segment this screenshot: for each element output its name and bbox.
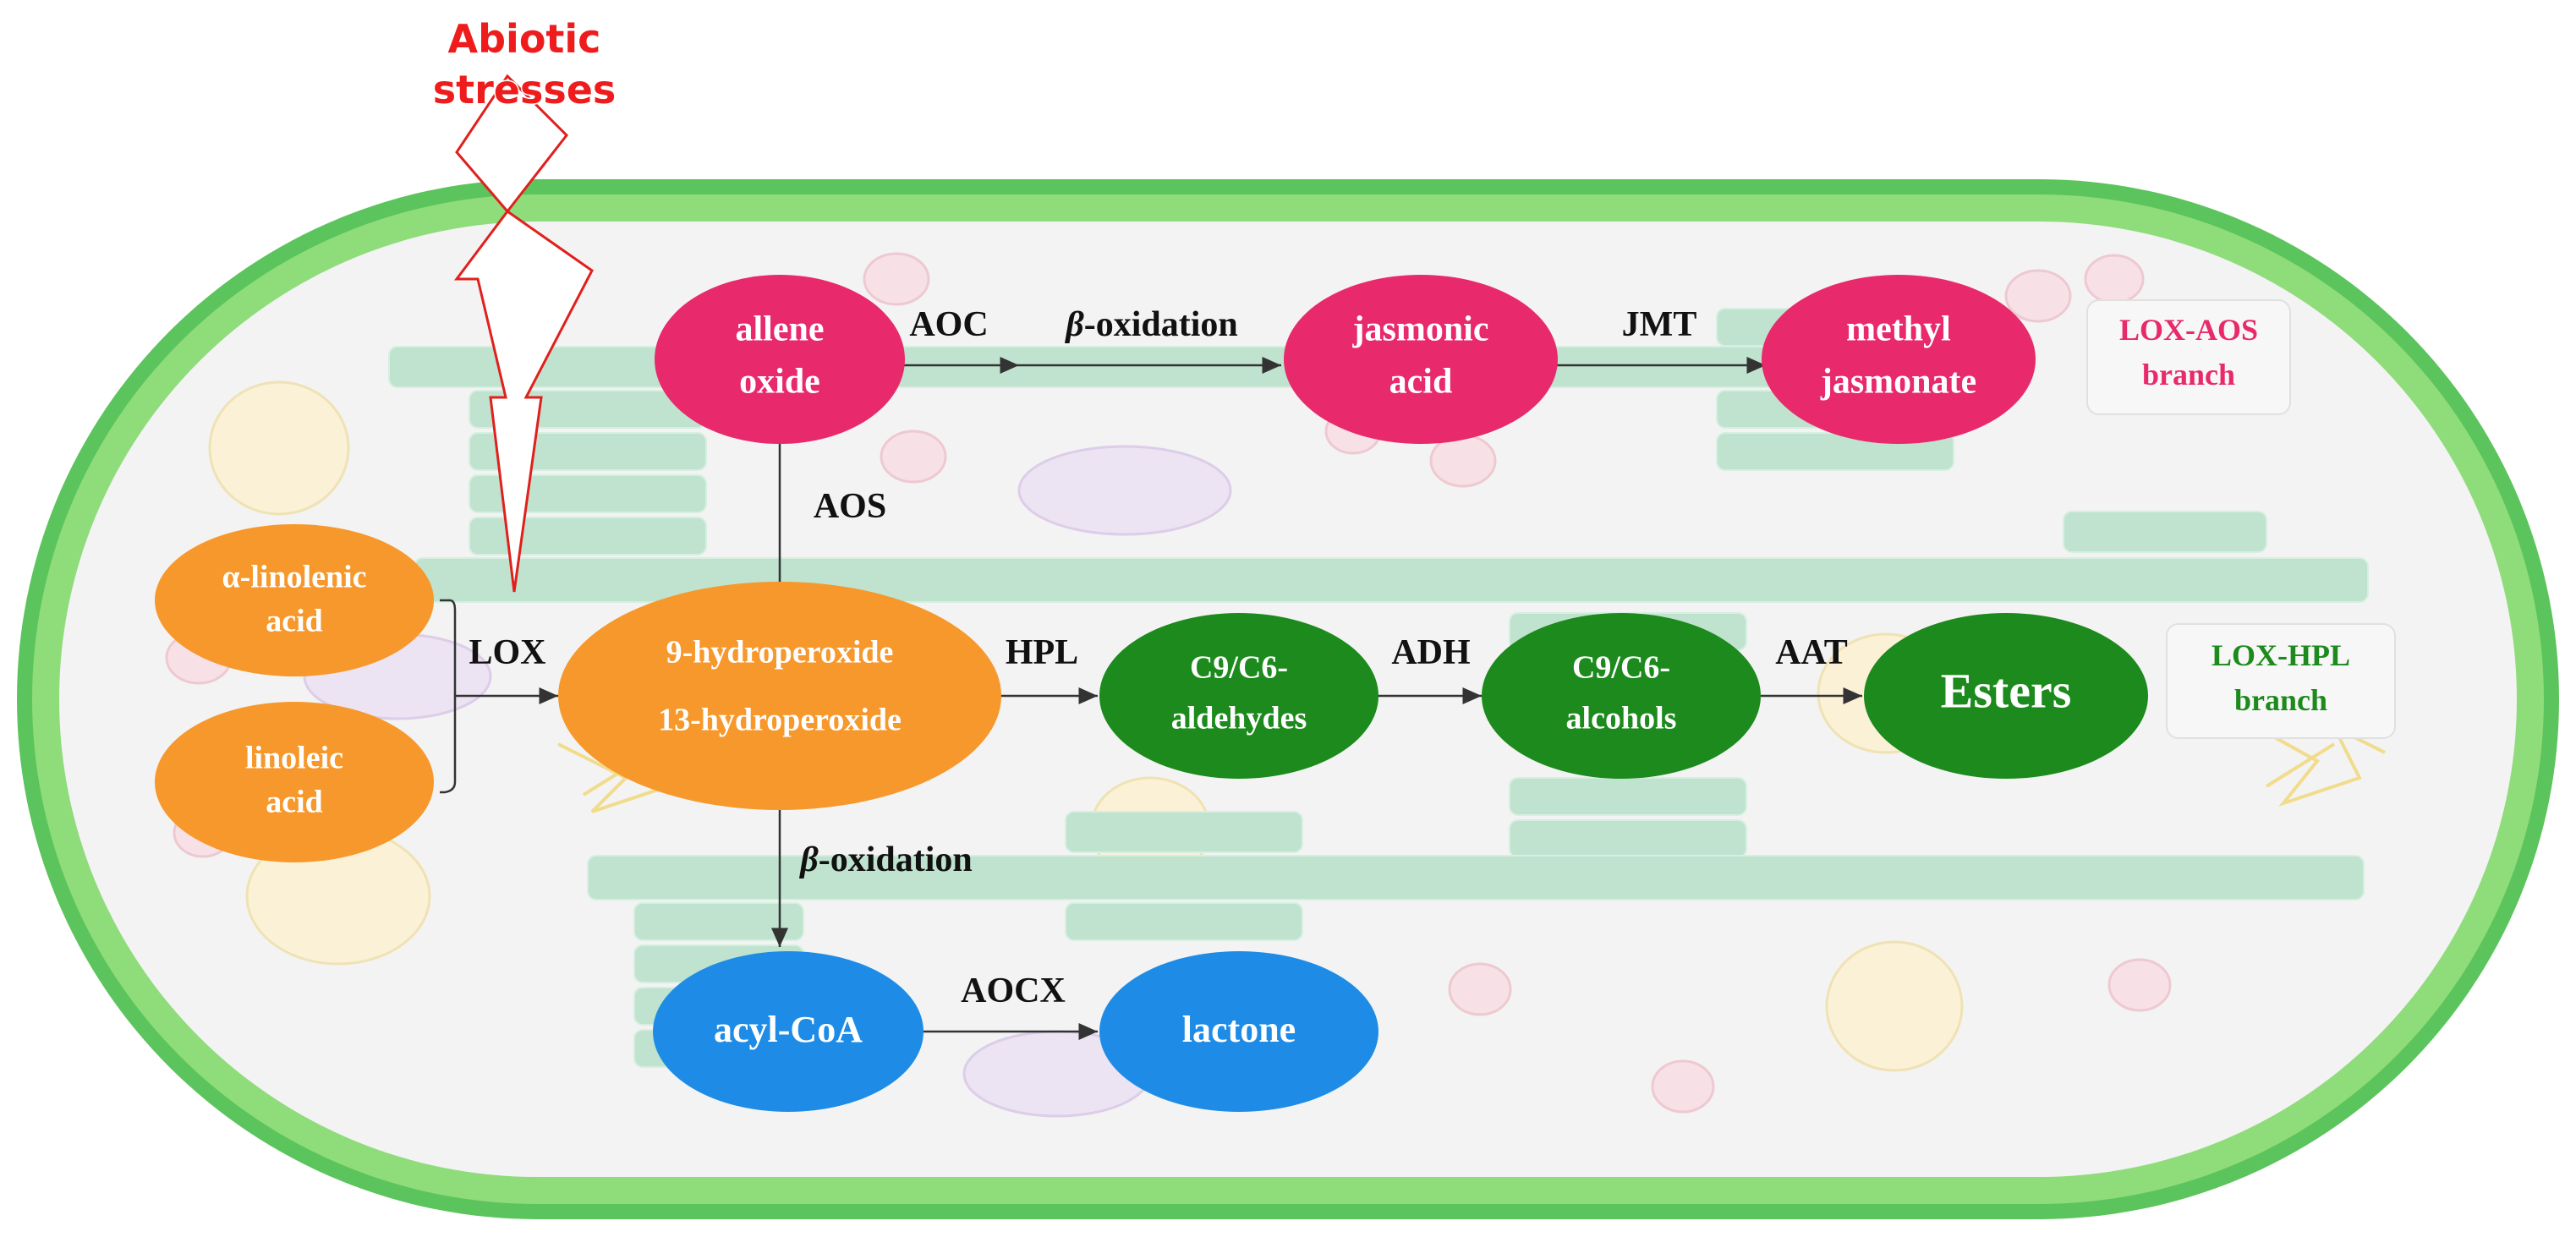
node-label-line2: 13-hydroperoxide: [658, 703, 902, 738]
enzyme-aat: AAT: [1775, 633, 1848, 672]
pink-granule: [2107, 958, 2172, 1012]
pink-granule: [880, 430, 947, 484]
enzyme-aos: AOS: [814, 487, 886, 526]
enzyme-beta-oxidation-top: β-oxidation: [1064, 305, 1238, 344]
node-label-line1: linoleic: [245, 741, 343, 776]
node-shape: [558, 582, 1001, 810]
pink-granule: [1448, 962, 1512, 1016]
node-label: acyl-CoA: [714, 1009, 863, 1050]
beta-symbol: β: [798, 840, 819, 879]
node-label-line2: acid: [266, 785, 323, 820]
branch-label-line2: branch: [2234, 683, 2327, 717]
thylakoid-lamella: [1509, 819, 1747, 858]
enzyme-aocx: AOCX: [961, 972, 1066, 1010]
branch-label-box: [2166, 623, 2396, 739]
stress-label-line2: stresses: [433, 67, 617, 112]
node-shape: [1762, 275, 2036, 444]
node-label-line2: acid: [1389, 363, 1453, 402]
node-esters: Esters: [1864, 613, 2148, 779]
branch-label-box: [2086, 299, 2291, 415]
node-label-line1: methyl: [1846, 310, 1951, 349]
node-shape: [655, 275, 905, 444]
pink-granule: [863, 252, 930, 306]
pink-granule: [1429, 434, 1497, 488]
thylakoid-lamella: [2063, 511, 2267, 553]
node-label-line1: 9-hydroperoxide: [666, 635, 894, 670]
thylakoid-lamella: [633, 902, 804, 941]
stress-label-line1: Abiotic: [448, 16, 601, 62]
vacuole-bubble: [208, 380, 350, 516]
node-label-line2: oxide: [739, 363, 820, 402]
enzyme-aoc: AOC: [909, 305, 988, 344]
node-label-line2: jasmonate: [1820, 363, 1976, 402]
node-jasmonic-acid: jasmonic acid: [1284, 275, 1558, 444]
node-methyl-jasmonate: methyl jasmonate: [1762, 275, 2036, 444]
node-shape: [1099, 951, 1378, 1112]
node-linoleic-acid: linoleic acid: [155, 702, 434, 862]
pink-granule: [2084, 254, 2145, 304]
beta-symbol: β: [1064, 305, 1084, 344]
node-acyl-coa: acyl-CoA: [653, 951, 924, 1112]
pink-granule: [1651, 1059, 1715, 1114]
node-lactone: lactone: [1099, 951, 1378, 1112]
node-label: Esters: [1941, 663, 2072, 718]
abiotic-stress: Abiotic stresses: [431, 15, 617, 593]
node-hydroperoxide: 9-hydroperoxide 13-hydroperoxide: [558, 582, 1001, 810]
thylakoid-lamella: [1065, 902, 1303, 941]
branch-lox-hpl: LOX-HPL branch: [2166, 623, 2396, 739]
pathway-nodes: α-linolenic acid linoleic acid 9-hydrope…: [155, 275, 2148, 1112]
node-label-line2: acid: [266, 604, 323, 639]
node-shape: [1284, 275, 1558, 444]
enzyme-hpl: HPL: [1006, 633, 1078, 672]
vacuole-bubble: [1825, 940, 1964, 1072]
node-label-line1: C9/C6-: [1190, 650, 1288, 686]
node-shape: [1099, 613, 1378, 779]
node-shape: [653, 951, 924, 1112]
thylakoid-lamella: [1065, 811, 1303, 853]
node-c9c6-alcohols: C9/C6- alcohols: [1482, 613, 1761, 779]
lightning-bolt-icon: [454, 74, 594, 593]
node-shape: [155, 702, 434, 862]
enzyme-labels: LOX AOS AOC β-oxidation JMT HPL ADH AAT …: [469, 305, 1847, 1010]
enzyme-jmt: JMT: [1622, 305, 1697, 344]
node-label-line2: aldehydes: [1171, 701, 1307, 736]
enzyme-beta-oxidation-bottom: β-oxidation: [798, 840, 973, 879]
node-label-line1: C9/C6-: [1572, 650, 1670, 686]
branch-label-line2: branch: [2142, 358, 2235, 391]
node-shape: [155, 524, 434, 676]
node-label: lactone: [1182, 1009, 1296, 1050]
node-c9c6-aldehydes: C9/C6- aldehydes: [1099, 613, 1378, 779]
pink-granule: [2004, 269, 2072, 323]
oxidation-text: -oxidation: [1084, 305, 1238, 344]
thylakoid-lamella: [388, 346, 1811, 388]
enzyme-adh: ADH: [1391, 633, 1470, 672]
lipid-vesicle: [1017, 445, 1232, 536]
node-shape: [1482, 613, 1761, 779]
node-alpha-linolenic-acid: α-linolenic acid: [155, 524, 434, 676]
node-shape: [1864, 613, 2148, 779]
enzyme-lox: LOX: [469, 633, 545, 672]
branch-labels: LOX-AOS branch LOX-HPL branch: [2086, 299, 2396, 739]
thylakoid-lamella: [1509, 777, 1747, 816]
branch-label-line1: LOX-AOS: [2119, 313, 2258, 347]
thylakoid-lamella: [469, 517, 707, 556]
node-label-line1: allene: [736, 310, 825, 349]
node-allene-oxide: allene oxide: [655, 275, 905, 444]
thylakoid-lamella: [587, 855, 2365, 900]
oxidation-text: -oxidation: [819, 840, 973, 879]
node-label-line2: alcohols: [1566, 701, 1677, 736]
node-label-line1: jasmonic: [1352, 310, 1489, 349]
node-label-line1: α-linolenic: [222, 560, 366, 595]
branch-label-line1: LOX-HPL: [2212, 638, 2350, 672]
branch-lox-aos: LOX-AOS branch: [2086, 299, 2291, 415]
